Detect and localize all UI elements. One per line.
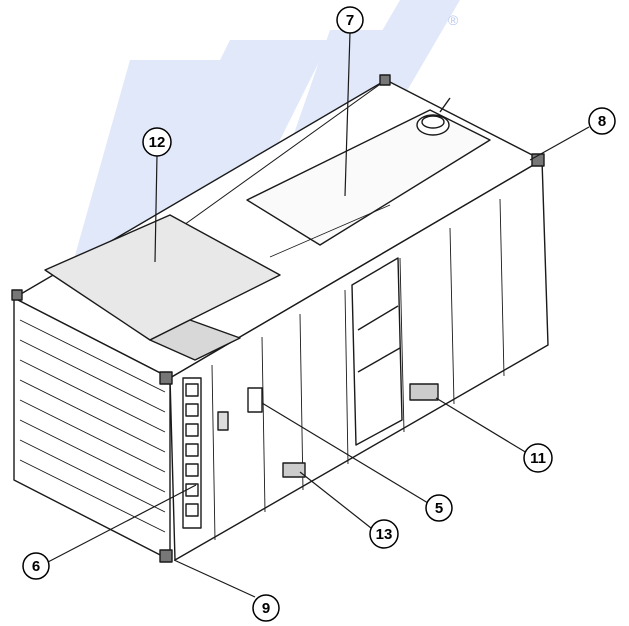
roof-radiator [149, 319, 241, 361]
callout-12-label: 12 [149, 134, 166, 151]
callout-8-label: 8 [598, 113, 606, 130]
container-body [11, 74, 549, 563]
corner-casting-mid [159, 371, 173, 385]
fork-pocket-right [409, 383, 439, 401]
callout-5: 5 [425, 494, 453, 522]
callout-12: 12 [142, 127, 172, 157]
callout-9-label: 9 [262, 600, 270, 617]
callout-9: 9 [252, 594, 280, 622]
callout-7: 7 [336, 6, 364, 34]
corner-casting-top [379, 74, 391, 86]
callout-5-label: 5 [435, 500, 443, 517]
corner-casting-bl [159, 549, 173, 563]
callout-11-label: 11 [530, 450, 546, 467]
callouts: 7 8 12 11 5 13 6 9 [22, 6, 616, 622]
callout-11: 11 [523, 443, 553, 473]
end-face-corrugations [19, 319, 166, 533]
side-handle [247, 387, 263, 413]
side-louvers [182, 377, 202, 529]
callout-8: 8 [588, 107, 616, 135]
side-switch [217, 411, 229, 431]
roof-panel [246, 109, 491, 246]
fork-pocket-left [282, 462, 306, 478]
side-panel-lines [211, 198, 505, 541]
corner-casting-tl [11, 289, 23, 301]
roof-grille [44, 214, 281, 341]
callout-7-label: 7 [346, 12, 354, 29]
leader-lines [47, 31, 590, 598]
registered-mark: ® [448, 12, 459, 28]
callout-6: 6 [22, 552, 50, 580]
callout-13: 13 [369, 519, 399, 549]
callout-13-label: 13 [376, 526, 393, 543]
callout-6-label: 6 [32, 558, 40, 575]
side-door [351, 257, 403, 446]
